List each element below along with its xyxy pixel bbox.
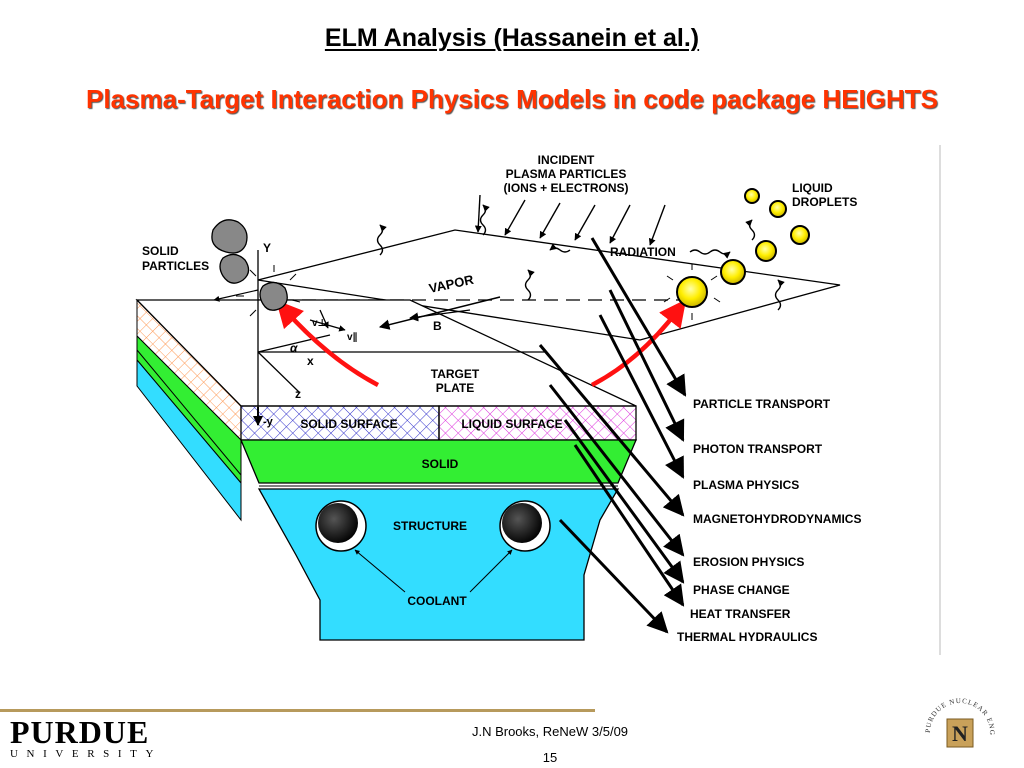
alpha-label: α bbox=[290, 341, 298, 355]
coolant-arrow-left bbox=[354, 549, 406, 593]
solid-label: SOLID bbox=[422, 457, 459, 471]
coolant-tube-right bbox=[502, 503, 542, 543]
incident-particle-arrows bbox=[474, 194, 666, 246]
v-perp-arrow bbox=[319, 309, 329, 329]
liquid-droplets-label-2: DROPLETS bbox=[792, 195, 857, 209]
vapor-arrow bbox=[378, 296, 501, 330]
v-par-label: v∥ bbox=[347, 332, 358, 343]
plasma-target-diagram: INCIDENT PLASMA PARTICLES (IONS + ELECTR… bbox=[135, 145, 941, 655]
structure-layer bbox=[257, 488, 620, 641]
solid-particles-label-2: PARTICLES bbox=[142, 259, 209, 273]
model-label-magnetohydrodynamics: MAGNETOHYDRODYNAMICS bbox=[693, 512, 861, 526]
droplet-sparks bbox=[663, 264, 721, 320]
model-label-photon-transport: PHOTON TRANSPORT bbox=[693, 442, 823, 456]
model-label-phase-change: PHASE CHANGE bbox=[693, 583, 790, 597]
incident-label-1: INCIDENT bbox=[538, 153, 595, 167]
left-side-line bbox=[136, 349, 242, 476]
slide-title: ELM Analysis (Hassanein et al.) bbox=[324, 24, 700, 52]
axis-y-label: Y bbox=[263, 241, 271, 255]
solid-particle-sparks bbox=[236, 265, 301, 317]
red-arrow-left bbox=[275, 299, 380, 387]
seal-letter: N bbox=[952, 721, 968, 746]
axis-alpha-line bbox=[257, 334, 331, 353]
liquid-droplets bbox=[676, 188, 810, 308]
coolant-label: COOLANT bbox=[407, 594, 467, 608]
model-leader-lines bbox=[538, 237, 687, 634]
target-plate-label-2: PLATE bbox=[436, 381, 474, 395]
footer-rule bbox=[0, 709, 595, 712]
seal-plate bbox=[946, 718, 974, 748]
model-label-thermal-hydraulics: THERMAL HYDRAULICS bbox=[677, 630, 817, 644]
coolant-tube-left bbox=[318, 503, 358, 543]
incident-label-3: (IONS + ELECTRONS) bbox=[503, 181, 628, 195]
incident-label-2: PLASMA PARTICLES bbox=[506, 167, 627, 181]
radiation-label: RADIATION bbox=[610, 245, 676, 259]
axis-neg-y-label: -y bbox=[263, 416, 274, 428]
slide-credit: J.N Brooks, ReNeW 3/5/09 bbox=[471, 724, 629, 739]
model-label-erosion-physics: EROSION PHYSICS bbox=[693, 555, 804, 569]
solid-surface-label: SOLID SURFACE bbox=[300, 417, 397, 431]
b-label: B bbox=[433, 319, 442, 333]
wavy-emission-arrows bbox=[376, 204, 785, 311]
liquid-droplets-label-1: LIQUID bbox=[792, 181, 833, 195]
vapor-plane bbox=[257, 229, 841, 341]
structure-label: STRUCTURE bbox=[393, 519, 467, 533]
left-side-cyan bbox=[136, 358, 242, 522]
target-plate-label-1: TARGET bbox=[431, 367, 480, 381]
solid-particles-label-1: SOLID bbox=[142, 244, 179, 258]
model-label-plasma-physics: PLASMA PHYSICS bbox=[693, 478, 799, 492]
liquid-surface bbox=[438, 405, 637, 441]
page-number: 15 bbox=[542, 750, 558, 765]
vapor-label: VAPOR bbox=[428, 272, 476, 296]
model-label-particle-transport: PARTICLE TRANSPORT bbox=[693, 397, 831, 411]
coolant-arrow-right bbox=[469, 549, 513, 593]
particle-escape-arrow bbox=[213, 289, 259, 302]
red-arrow-right bbox=[590, 299, 687, 387]
axis-z-line bbox=[257, 351, 301, 394]
slide-subtitle: Plasma-Target Interaction Physics Models… bbox=[86, 84, 938, 114]
purdue-logo-subtitle: UNIVERSITY bbox=[10, 748, 162, 760]
liquid-surface-label: LIQUID SURFACE bbox=[461, 417, 562, 431]
axis-z-label: z bbox=[295, 387, 301, 401]
axis-x-label: x bbox=[307, 354, 314, 368]
model-label-heat-transfer: HEAT TRANSFER bbox=[690, 607, 791, 621]
solid-layer bbox=[240, 439, 637, 484]
nuclear-engineering-seal: PURDUE NUCLEAR ENGINEERING N bbox=[920, 695, 995, 748]
v-perp-label: v⊥ bbox=[312, 318, 327, 329]
purdue-logo-word: PURDUE bbox=[10, 714, 150, 750]
solid-particles bbox=[211, 219, 288, 311]
